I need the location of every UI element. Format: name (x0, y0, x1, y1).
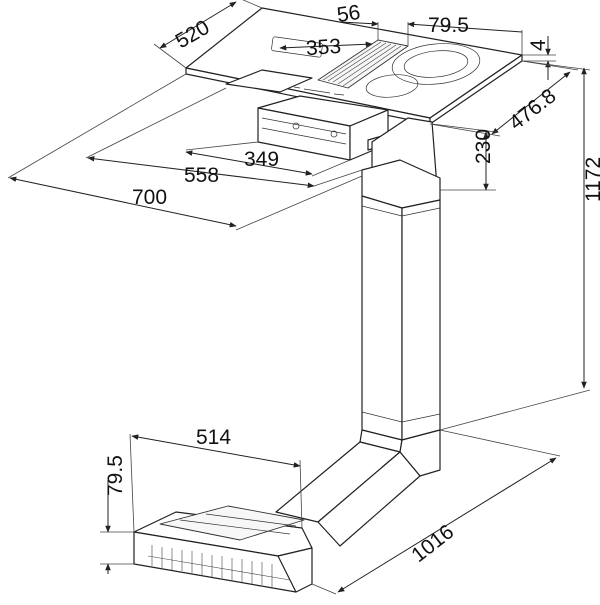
hob-screw (330, 130, 338, 138)
label-520: 520 (172, 16, 214, 53)
front-grille-slots (147, 545, 291, 587)
dim-line-514 (131, 434, 301, 468)
dim-line-700 (9, 176, 237, 228)
hob-screw (292, 122, 300, 130)
rear-right-cooking-zone (391, 43, 481, 85)
dim-line-558 (87, 155, 315, 189)
label-558: 558 (184, 164, 219, 187)
dimension-lines (7, 0, 591, 595)
dim-line-56 (339, 20, 379, 27)
dim-line-476-8 (491, 71, 571, 135)
dim-line-353 (279, 41, 373, 51)
motor-housing (159, 505, 305, 541)
label-514: 514 (196, 426, 231, 449)
rear-right-inner-ring (403, 50, 469, 78)
label-1016: 1016 (407, 520, 458, 567)
label-353: 353 (305, 35, 342, 60)
dim-line-1016 (337, 457, 557, 593)
dim-line-520 (159, 1, 237, 49)
label-56: 56 (335, 1, 361, 27)
dim-line-79-5-top (407, 21, 523, 33)
plinth-motor (133, 505, 313, 593)
label-4: 4 (527, 39, 550, 51)
label-476-8: 476.8 (505, 84, 561, 134)
duct-side-face (401, 199, 441, 441)
label-349: 349 (244, 148, 279, 171)
front-right-cooking-zone (365, 74, 419, 98)
label-79-5-bottom: 79.5 (104, 455, 127, 496)
label-700: 700 (132, 186, 167, 209)
label-1172: 1172 (582, 157, 600, 202)
duct-front-face (361, 195, 403, 441)
hob-connector (225, 69, 313, 93)
label-230: 230 (472, 129, 495, 164)
label-79-5-top: 79.5 (428, 14, 469, 37)
